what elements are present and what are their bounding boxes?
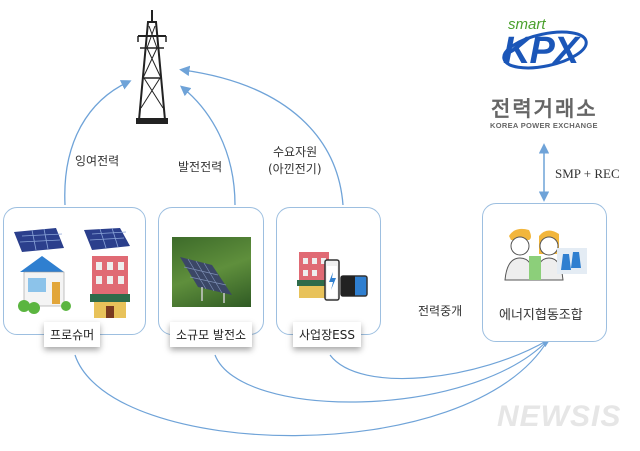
smp-rec-label: SMP + REC: [555, 166, 620, 181]
business-ess-label: 사업장ESS: [293, 322, 361, 347]
demand-resource-arrow: [179, 65, 344, 206]
energy-coop-label: 에너지협동조합: [499, 308, 583, 323]
transmission-tower-icon: [136, 10, 168, 124]
energy-coop-box: 에너지협동조합: [482, 203, 607, 342]
small-plant-box: [158, 207, 264, 335]
ess-to-coop-line: [329, 338, 552, 380]
solar-shop-icon: [84, 227, 130, 318]
prosumer-to-coop-line: [74, 339, 549, 437]
generated-power-arrow: [179, 85, 236, 206]
brokerage-label: 전력중개: [418, 304, 463, 318]
demand-resource-label-1: 수요자원: [273, 145, 318, 159]
business-ess-box: [276, 207, 381, 335]
kpx-english-name: KOREA POWER EXCHANGE: [490, 121, 598, 130]
surplus-power-label: 잉여전력: [75, 154, 120, 168]
newsis-watermark: NEWSIS: [497, 400, 622, 433]
demand-resource-label-2: (아낀전기): [268, 162, 322, 176]
kpx-smart-text: smart: [508, 16, 546, 33]
prosumer-label: 프로슈머: [44, 322, 101, 347]
solar-house-icon: [14, 228, 71, 314]
kpx-brand-text: KPX: [503, 30, 579, 72]
prosumer-box: [3, 207, 146, 335]
small-plant-label: 소규모 발전소: [170, 322, 253, 347]
coop-members-icon: [504, 228, 587, 281]
plant-to-coop-line: [214, 339, 549, 403]
generated-power-label: 발전전력: [178, 160, 223, 174]
surplus-power-arrow: [64, 80, 132, 206]
kpx-korean-name: 전력거래소: [491, 97, 598, 121]
solar-field-photo: [172, 237, 251, 307]
kpx-swoosh-icon: [502, 30, 588, 70]
building-battery-icon: [297, 252, 368, 301]
